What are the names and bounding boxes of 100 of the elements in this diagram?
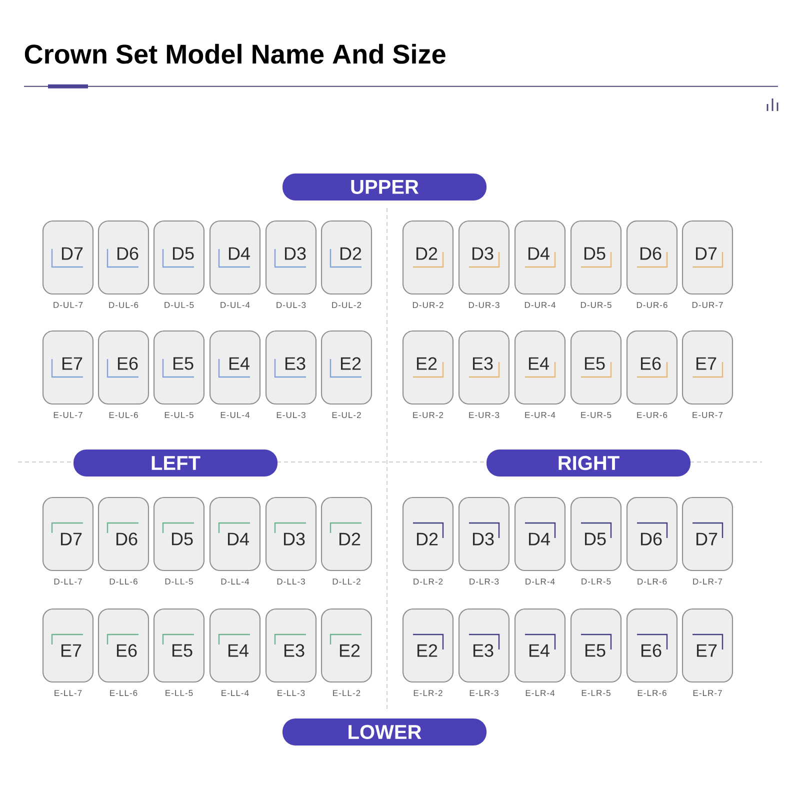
model-code: D-UL-2 xyxy=(332,302,362,308)
model-tile: D3 xyxy=(458,220,510,295)
model-tile: D2 xyxy=(320,496,372,572)
model-code: E-UL-7 xyxy=(54,412,82,418)
model-code: D-UL-5 xyxy=(164,302,194,308)
model-code: E-LL-6 xyxy=(110,690,138,696)
model-tile: D3 xyxy=(458,496,510,572)
model-tile: D3 xyxy=(265,496,317,572)
model-tile: E5 xyxy=(153,608,205,683)
model-code: D-LR-3 xyxy=(470,578,499,585)
model-code: D-LR-4 xyxy=(526,578,555,584)
model-tile: D6 xyxy=(626,220,678,295)
model-tile: E7 xyxy=(682,608,734,683)
model-code: E-UR-4 xyxy=(525,412,556,418)
model-code: E-UL-6 xyxy=(109,412,138,418)
model-tile: D5 xyxy=(153,496,205,572)
model-code: E-UL-4 xyxy=(220,412,250,418)
model-code: E-LR-3 xyxy=(470,690,498,696)
model-tile: E3 xyxy=(458,330,510,405)
model-code: D-LL-6 xyxy=(110,578,138,585)
model-tile: D2 xyxy=(402,220,454,295)
model-code: D-LL-4 xyxy=(221,578,250,584)
model-tile: D3 xyxy=(265,220,317,295)
model-tile: D5 xyxy=(570,220,622,295)
model-tile: D7 xyxy=(42,496,94,572)
model-code: E-LL-7 xyxy=(54,690,82,696)
model-tile: D6 xyxy=(626,496,678,572)
model-code: E-LL-3 xyxy=(278,690,305,696)
model-tile: E5 xyxy=(570,330,622,405)
model-code: E-LL-4 xyxy=(222,690,249,696)
model-tile: D5 xyxy=(570,496,622,572)
model-tile: D4 xyxy=(514,496,566,572)
model-code: D-LL-3 xyxy=(277,578,305,585)
model-code: E-UR-3 xyxy=(469,412,500,418)
model-tile: D2 xyxy=(402,496,454,572)
model-tile: E6 xyxy=(98,330,150,405)
model-code: E-UR-6 xyxy=(637,412,668,418)
model-tile: E3 xyxy=(458,608,510,683)
model-code: D-UR-5 xyxy=(580,302,612,308)
model-tile: E4 xyxy=(209,330,261,405)
model-tile: E3 xyxy=(265,608,317,683)
model-tile: E4 xyxy=(514,608,566,683)
model-code: D-UL-7 xyxy=(54,302,83,308)
model-code: E-UR-2 xyxy=(413,412,444,418)
model-code: D-UR-2 xyxy=(412,302,444,308)
model-code: D-LR-2 xyxy=(414,578,443,584)
model-tile: D2 xyxy=(320,220,372,295)
model-code: E-UL-2 xyxy=(332,412,361,418)
model-tile: E6 xyxy=(626,330,678,405)
model-tile: E2 xyxy=(320,608,372,683)
model-tile: E7 xyxy=(682,330,734,405)
section-banner: RIGHT xyxy=(486,450,690,476)
model-tile: E4 xyxy=(514,330,566,405)
model-tile: D4 xyxy=(514,220,566,295)
model-tile: D7 xyxy=(682,496,734,572)
model-code: E-LR-7 xyxy=(693,690,722,696)
model-code: E-LL-5 xyxy=(166,690,193,696)
model-code: D-LR-6 xyxy=(638,578,667,585)
model-tile: E7 xyxy=(42,330,94,405)
model-code: E-LL-2 xyxy=(333,690,360,696)
model-code: D-UL-6 xyxy=(109,302,138,308)
model-tile: D6 xyxy=(98,220,150,295)
model-code: D-LR-5 xyxy=(582,578,611,584)
model-code: E-UR-7 xyxy=(692,412,723,418)
model-tile: E2 xyxy=(402,608,454,683)
model-code: D-UL-4 xyxy=(220,302,250,308)
model-code: D-UR-7 xyxy=(692,302,723,308)
model-tile: E2 xyxy=(320,330,372,405)
model-code: D-LR-7 xyxy=(693,578,722,584)
model-code: D-LL-7 xyxy=(54,578,82,584)
model-code: D-LL-5 xyxy=(165,578,193,584)
section-banner: UPPER xyxy=(282,174,486,200)
model-code: D-UR-4 xyxy=(524,302,556,308)
model-tile: E5 xyxy=(153,330,205,405)
section-banner: LEFT xyxy=(74,450,278,476)
model-tile: E2 xyxy=(402,330,454,405)
model-code: E-LR-5 xyxy=(582,690,610,696)
model-tile: E5 xyxy=(570,608,622,683)
model-code: D-LL-2 xyxy=(332,578,360,584)
title: Crown Set Model Name And Size xyxy=(24,44,446,64)
model-tile: E6 xyxy=(98,608,150,683)
model-code: D-UL-3 xyxy=(276,302,306,308)
model-code: E-LR-4 xyxy=(526,690,555,696)
model-code: E-UL-3 xyxy=(276,412,306,418)
section-banner: LOWER xyxy=(282,718,486,746)
model-tile: D5 xyxy=(153,220,205,295)
model-code: E-UR-5 xyxy=(581,412,612,418)
model-tile: D4 xyxy=(209,220,261,295)
model-code: E-UL-5 xyxy=(164,412,194,418)
model-code: D-UR-6 xyxy=(636,302,668,308)
model-code: E-LR-6 xyxy=(638,690,666,696)
model-code: E-LR-2 xyxy=(414,690,442,696)
model-tile: D4 xyxy=(209,496,261,572)
model-tile: E7 xyxy=(42,608,94,683)
model-tile: D6 xyxy=(98,496,150,572)
model-tile: E3 xyxy=(265,330,317,405)
model-tile: D7 xyxy=(42,220,94,295)
model-tile: E6 xyxy=(626,608,678,683)
model-tile: D7 xyxy=(682,220,734,295)
model-code: D-UR-3 xyxy=(468,302,500,308)
